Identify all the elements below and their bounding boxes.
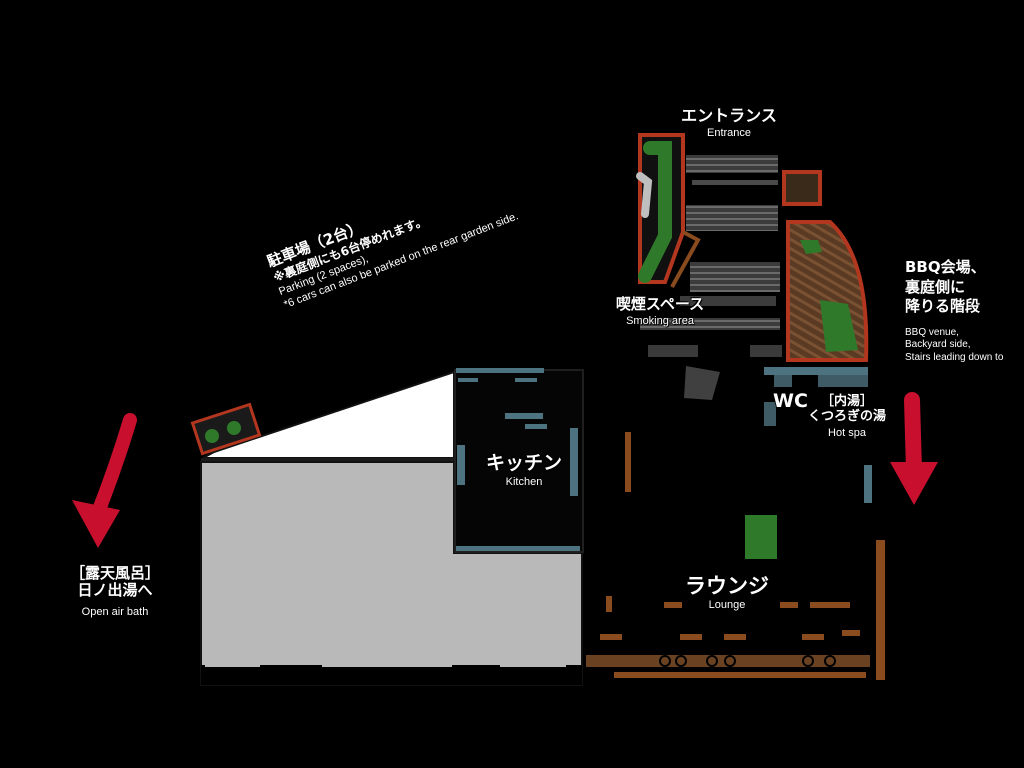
hot-spa-label: ［内湯］ くつろぎの湯 Hot spa <box>798 394 896 440</box>
planter <box>190 402 262 456</box>
entrance-label-en: Entrance <box>706 127 752 140</box>
entrance-structure <box>636 133 782 400</box>
open-air-bath-label-en: Open air bath <box>81 605 149 618</box>
arrow-down-icon <box>890 392 938 505</box>
bbq-stair-structure <box>764 170 872 503</box>
open-air-bath-label-jp-1: ［露天風呂］ <box>69 564 160 582</box>
smoking-area-label-en: Smoking area <box>626 315 694 328</box>
kitchen-label-en: Kitchen <box>505 475 543 488</box>
wc-label: WC <box>773 390 808 412</box>
kitchen-label: キッチン Kitchen <box>474 452 574 488</box>
bbq-label-en-3: Stairs leading down to <box>905 351 1004 363</box>
bbq-label-jp-1: BBQ会場、 <box>905 258 986 276</box>
hot-spa-label-jp-1: ［内湯］ <box>820 394 873 409</box>
hot-spa-label-jp-2: くつろぎの湯 <box>807 408 886 424</box>
bbq-label-en-1: BBQ venue, <box>905 326 959 338</box>
open-air-bath-label-jp-2: 日ノ出湯へ <box>77 581 153 600</box>
bbq-label: BBQ会場、 裏庭側に 降りる階段 BBQ venue, Backyard si… <box>905 258 1003 364</box>
lounge-label-en: Lounge <box>708 599 746 612</box>
kitchen-room <box>454 368 584 553</box>
bbq-label-en-2: Backyard side, <box>905 339 971 350</box>
entrance-label-jp: エントランス <box>681 106 777 125</box>
smoking-area-label-jp: 喫煙スペース <box>615 295 705 313</box>
lounge-label-jp: ラウンジ <box>685 574 769 598</box>
hot-spa-label-en: Hot spa <box>828 426 866 439</box>
lounge-label: ラウンジ Lounge <box>672 574 782 612</box>
open-air-bath-label: ［露天風呂］ 日ノ出湯へ Open air bath <box>55 564 175 618</box>
smoking-area-label: 喫煙スペース Smoking area <box>601 295 719 328</box>
lounge-area <box>586 432 885 680</box>
kitchen-label-jp: キッチン <box>485 452 562 474</box>
arrow-down-left-icon <box>72 413 137 548</box>
entrance-label: エントランス Entrance <box>676 106 782 140</box>
bbq-label-jp-3: 降りる階段 <box>905 297 981 315</box>
bbq-label-jp-2: 裏庭側に <box>905 277 966 296</box>
garage-building <box>200 370 583 686</box>
